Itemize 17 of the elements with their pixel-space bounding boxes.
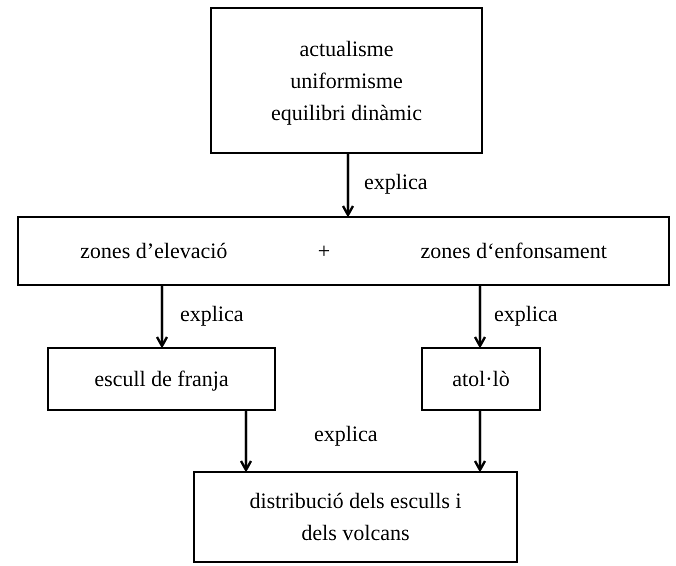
- box-text: escull de franja: [94, 365, 229, 393]
- box-text: actualisme uniformisme equilibri dinàmic: [270, 34, 423, 127]
- box-text: atol·lò: [452, 365, 510, 393]
- process-box: [17, 216, 670, 286]
- arrow: [474, 286, 486, 348]
- arrow: [342, 154, 354, 216]
- box-text: +: [318, 237, 330, 265]
- arrow: [156, 286, 168, 348]
- box-text: zones d’elevació: [80, 237, 228, 265]
- box-text: distribució dels esculls i dels volcans: [248, 487, 463, 547]
- box-text: zones d‘enfonsament: [420, 237, 607, 265]
- process-box: [47, 347, 276, 411]
- process-box: [210, 7, 483, 154]
- arrow: [240, 411, 252, 472]
- arrow: [474, 411, 486, 472]
- process-box: [421, 347, 541, 411]
- process-box: [193, 471, 518, 563]
